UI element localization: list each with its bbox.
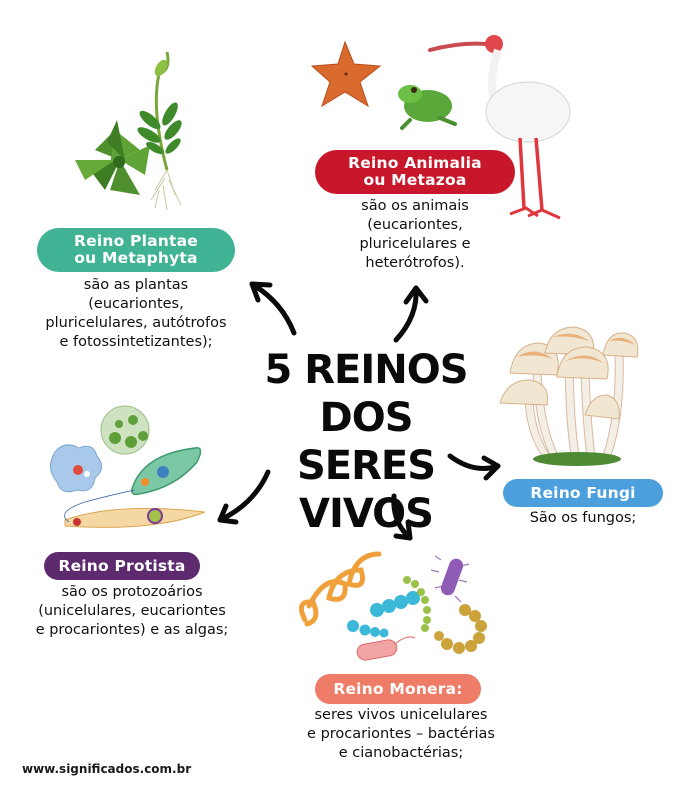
description-line: pluricelulares, autótrofos bbox=[45, 315, 227, 331]
description-line: pluricelulares e bbox=[359, 236, 471, 252]
description-line: (eucariontes, bbox=[367, 217, 463, 233]
description-line: e cianobactérias; bbox=[338, 745, 464, 761]
label-monera-line-1: Reino Monera: bbox=[333, 679, 463, 698]
description-line: (unicelulares, eucariontes bbox=[38, 603, 226, 619]
title-line-1: 5 REINOS bbox=[264, 347, 468, 393]
label-fungi: Reino Fungi bbox=[503, 479, 663, 507]
description-monera: seres vivos unicelulares e procariontes … bbox=[288, 706, 514, 763]
description-animalia: são os animais (eucariontes, pluricelula… bbox=[330, 197, 500, 273]
title-line-3: VIVOS bbox=[299, 491, 434, 537]
description-line: e procariontes) e as algas; bbox=[35, 622, 229, 638]
label-protista: Reino Protista bbox=[44, 552, 200, 580]
description-line: heterótrofos). bbox=[365, 255, 465, 271]
bacteria-icon bbox=[298, 551, 487, 661]
description-line: e fotossintetizantes); bbox=[59, 334, 213, 350]
label-animalia-line-2: ou Metazoa bbox=[363, 171, 467, 189]
description-line: são as plantas bbox=[83, 277, 189, 293]
label-fungi-line-1: Reino Fungi bbox=[530, 483, 636, 502]
description-line: São os fungos; bbox=[529, 510, 637, 526]
source-url: www.significados.com.br bbox=[22, 762, 192, 776]
description-line: e procariontes – bactérias bbox=[307, 726, 495, 742]
label-monera: Reino Monera: bbox=[315, 674, 481, 704]
diagram-title: 5 REINOS DOS SERES VIVOS bbox=[248, 346, 484, 538]
description-plantae: são as plantas (eucariontes, pluricelula… bbox=[20, 276, 252, 352]
description-protista: são os protozoários (unicelulares, eucar… bbox=[14, 583, 250, 640]
protozoa-icon bbox=[50, 405, 206, 528]
title-line-2: DOS SERES bbox=[296, 395, 436, 489]
label-animalia: Reino Animalia ou Metazoa bbox=[315, 150, 515, 194]
label-plantae-line-2: ou Metaphyta bbox=[74, 249, 198, 267]
description-line: (eucariontes, bbox=[88, 296, 184, 312]
description-fungi: São os fungos; bbox=[503, 509, 663, 528]
label-animalia-line-1: Reino Animalia bbox=[348, 154, 482, 172]
label-plantae: Reino Plantae ou Metaphyta bbox=[37, 228, 235, 272]
description-line: são os animais bbox=[361, 198, 469, 214]
description-line: são os protozoários bbox=[61, 584, 203, 600]
description-line: seres vivos unicelulares bbox=[314, 707, 488, 723]
mushrooms-icon bbox=[499, 326, 639, 466]
starfish-frog-ibis-icon bbox=[310, 35, 571, 220]
label-protista-line-1: Reino Protista bbox=[58, 556, 186, 575]
fern-and-moss-icon bbox=[75, 51, 182, 211]
label-plantae-line-1: Reino Plantae bbox=[74, 232, 198, 250]
